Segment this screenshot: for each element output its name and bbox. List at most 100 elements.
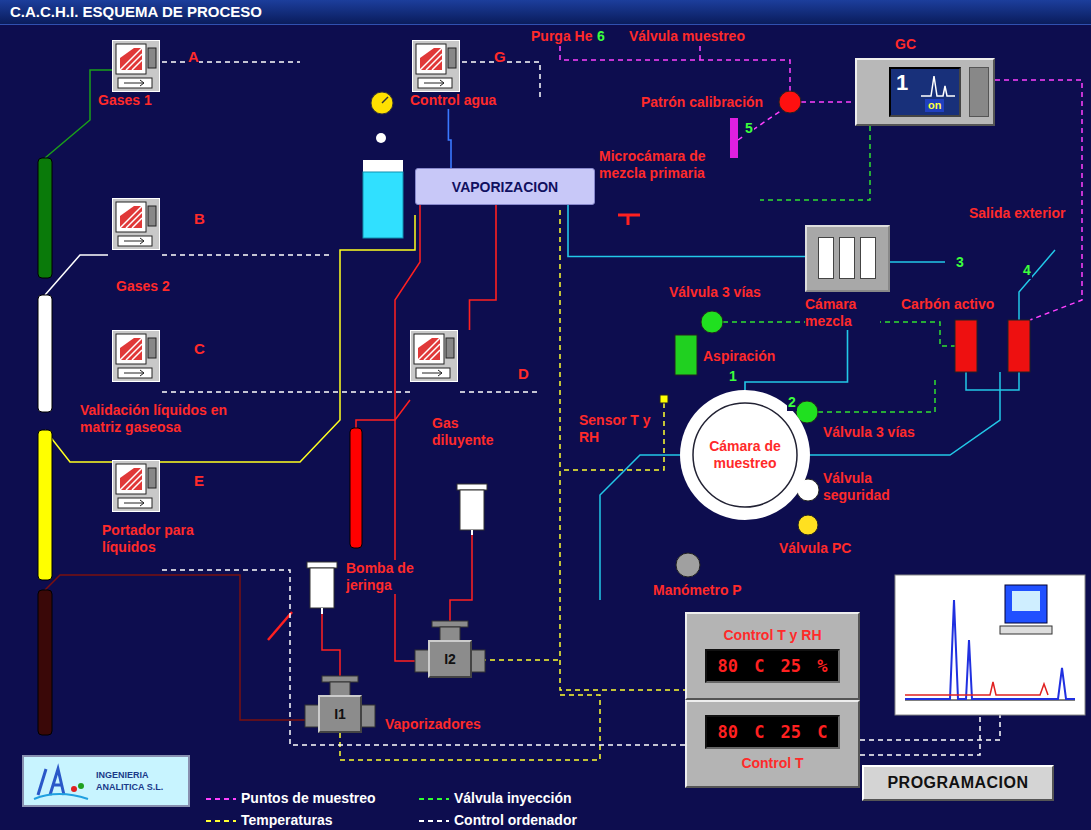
title-bar: C.A.C.H.I. ESQUEMA DE PROCESO [0,0,1091,25]
title-text: C.A.C.H.I. ESQUEMA DE PROCESO [0,0,1091,23]
callout-number: 1 [728,368,738,385]
callout-number: 5 [744,120,754,137]
callout-number: 2 [787,394,797,411]
letter-label: C [194,340,205,357]
gas-controller: B Gases 2 [112,198,205,295]
logo-dot [71,786,77,792]
letter-label: B [194,210,205,227]
diluent-controller: DGas diluyente [410,330,529,449]
part-label: Válvula PC [778,540,852,557]
logo-dot [78,783,84,789]
legend-dash [206,798,236,800]
water-bottle [363,92,403,238]
control-panel: 80 C 25 C Control T [685,700,860,788]
part-label: Válvula 3 vías [668,284,762,301]
carrier-controller: E Portador para líquidos [102,460,217,556]
legend-sample [205,794,237,804]
mixing-chamber-box [805,225,890,292]
device-label: Validación líquidos en matriz gaseosa [80,402,232,436]
node-text: INGENIERIA ANALITICA S.L. [96,769,180,793]
device-label: Gases 1 [98,92,152,109]
part-label: Purga He [530,28,593,45]
inner-ring [693,403,797,507]
vaporization-box: VAPORIZACION [415,168,595,205]
device-label: Gases 2 [116,278,170,295]
legend-text: Válvula inyección [454,790,572,807]
part-label: Válvula seguridad [822,470,914,504]
program-button: PROGRAMACION [862,765,1054,801]
callout-number: 3 [955,254,965,271]
node-text: PROGRAMACION [887,774,1028,792]
legend-dash [419,820,449,822]
legend-sample [418,816,450,826]
device-label: Control agua [410,92,496,109]
pipe-connector [470,205,497,330]
panel-display: 80 C 25 % [705,649,840,683]
node-text: I1 [334,706,346,722]
node-text: Cámara de muestreo [700,438,790,472]
device-label: GC [893,36,918,52]
legend-dash [419,798,449,800]
node-text: I2 [444,651,456,667]
computer-control-lines [162,62,1000,755]
part-label: Aspiración [702,348,776,365]
display-readout: 80 C 25 C [717,722,827,742]
panel-title: Control T y RH [724,627,822,643]
panel-title: Control T [741,755,803,771]
logo-swoosh [34,794,88,799]
part-label: Patrón calibración [640,94,764,111]
sampling-lines [560,46,1082,320]
legend-sample [418,794,450,804]
vaporizer-valve: I2 [428,640,472,678]
injection-lines [723,126,955,412]
panel-display: 80 C 25 C [705,715,840,749]
liquid-controller: C Validación líquidos en matriz gaseosa [80,330,232,436]
gas-cylinders [38,158,362,735]
gc-side-panel [969,67,989,117]
legend-sample [205,816,237,826]
callout-number: 4 [1022,262,1032,279]
part-label: Válvula 3 vías [822,424,916,441]
display-digit: 1 [896,70,908,96]
part-label: Sensor T y RH [578,412,660,446]
part-label: Salida exterior [968,205,1067,222]
part-label: Microcámara de mezcla primaria [598,148,730,182]
control-panel: Control T y RH 80 C 25 % [685,612,860,700]
letter-label: E [194,472,204,489]
gas-controller: A Gases 1 [98,40,199,109]
logo-stroke [38,769,64,795]
controller-icons [113,41,460,512]
gc-display: 1 on [889,67,961,117]
part-label: Carbón activo [900,296,995,313]
legend-text: Control ordenador [454,812,577,829]
part-label: Bomba de jeringa [345,560,427,594]
peak-line [921,76,955,96]
pipe-connector [448,109,451,168]
device-label: Portador para líquidos [102,522,217,556]
node-text: VAPORIZACION [452,179,558,195]
letter-label: D [518,365,529,382]
letter-label: G [494,48,506,65]
chamber-slot [860,237,876,279]
part-label: Válvula muestreo [628,28,746,45]
letter-label: A [188,48,199,65]
chamber-slot [818,237,834,279]
logo-mark [28,759,92,805]
device-label: Cámara mezcla [805,296,880,330]
pipe-connector [568,205,805,257]
display-readout: 80 C 25 % [717,656,827,676]
legend-dash [206,820,236,822]
temperature-lines [340,210,685,760]
logo-text-box: INGENIERIA ANALITICA S.L. [96,769,180,793]
legend-text: Puntos de muestreo [241,790,376,807]
gc-peaks [921,72,955,98]
syringe-pumps [307,484,487,614]
chamber-slot [839,237,855,279]
status-text: on [925,99,944,112]
chromatogram-window [895,575,1085,715]
part-label: Vaporizadores [384,716,482,733]
callout-number: 6 [596,28,606,45]
vaporizer-valve: I1 [318,695,362,733]
mixing-chamber: Cámara mezcla [805,225,890,330]
water-controller: G Control agua [410,40,506,109]
